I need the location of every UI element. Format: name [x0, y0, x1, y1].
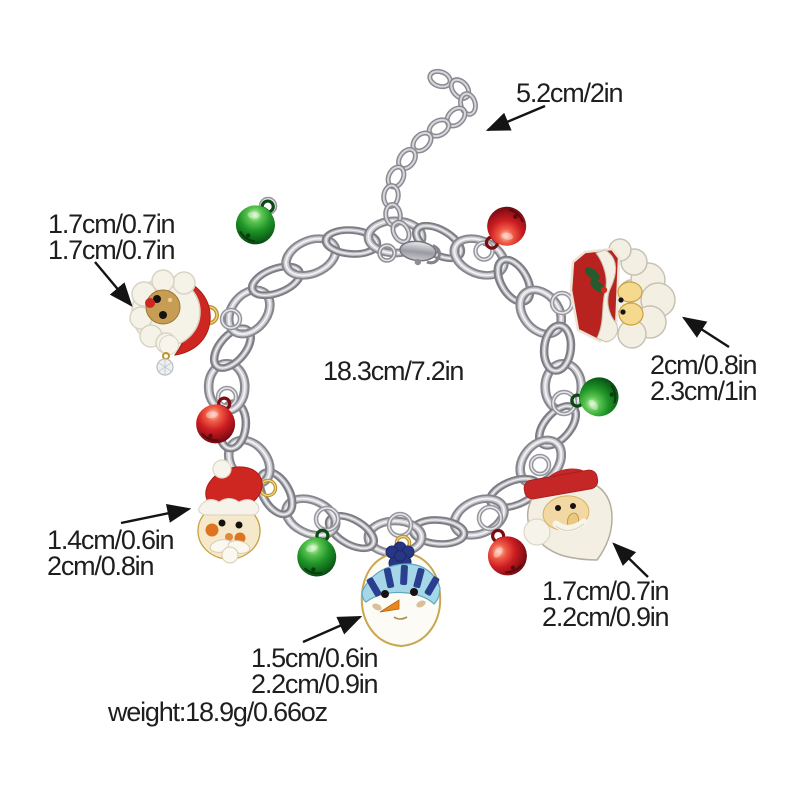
dimension-arrows	[94, 104, 730, 644]
dimension-label-santa-side-charm: 2cm/0.8in 2.3cm/1in	[650, 350, 757, 406]
santa-face-charm-icon	[197, 459, 278, 564]
dimension-label-santa-left-charm: 1.4cm/0.6in 2cm/0.8in	[47, 525, 175, 581]
dimension-label-santa-right-charm: 1.7cm/0.7in 2.2cm/0.9in	[542, 576, 670, 632]
dimension-label-bracelet-length: 18.3cm/7.2in	[323, 356, 464, 386]
santa-face-heart-charm-icon	[523, 468, 613, 561]
dimension-label-snowman-charm: 1.5cm/0.6in 2.2cm/0.9in	[251, 643, 379, 699]
jingle-bell-green-top-left-icon	[226, 189, 289, 254]
lobster-clasp-icon	[377, 240, 441, 266]
santa-face-sideways-charm-icon	[569, 238, 676, 349]
santa-hat-charm-icon	[129, 269, 219, 376]
dimension-label-santa-hat-charm: 1.7cm/0.7in 1.7cm/0.7in	[48, 209, 176, 265]
snowman-charm-icon	[360, 534, 442, 648]
weight-label: weight:18.9g/0.66oz	[108, 697, 328, 727]
dimension-label-extension-chain: 5.2cm/2in	[516, 78, 623, 108]
jump-rings	[215, 196, 578, 539]
